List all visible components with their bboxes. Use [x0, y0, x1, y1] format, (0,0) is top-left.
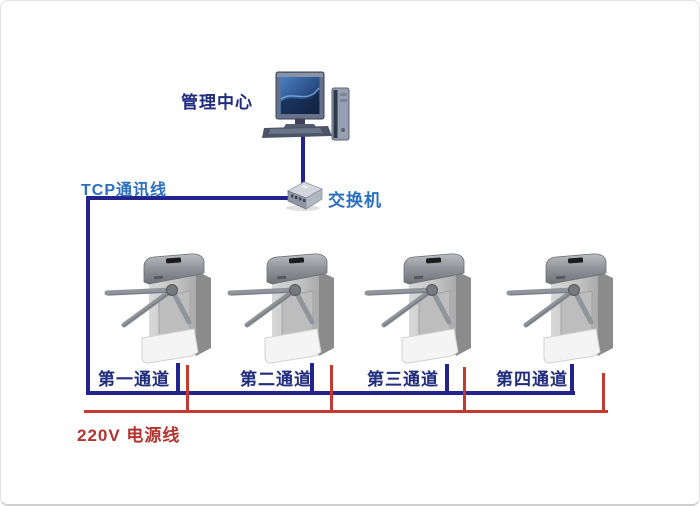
channel-3-label: 第三通道 [367, 370, 439, 389]
channel-2-label: 第二通道 [240, 370, 312, 389]
channel-1-label: 第一通道 [98, 370, 170, 389]
tripod-turnstile-icon [227, 251, 337, 367]
tripod-turnstile-icon [364, 251, 474, 367]
tcp-line-vertical-left [86, 196, 90, 395]
power-drop-channel-4 [602, 373, 605, 410]
tcp-drop-channel-2 [310, 363, 314, 391]
power-drop-channel-1 [186, 365, 189, 410]
tcp-line-horizontal [86, 196, 301, 200]
cable-pc-to-switch [301, 135, 305, 189]
channel-4-label: 第四通道 [496, 370, 568, 389]
network-switch-icon [282, 178, 326, 212]
power-bus-horizontal [84, 410, 608, 413]
power-drop-channel-3 [463, 367, 466, 410]
tripod-turnstile-icon [506, 251, 616, 367]
management-pc-icon [262, 66, 354, 144]
management-center-label: 管理中心 [181, 93, 253, 112]
power-drop-channel-2 [330, 365, 333, 410]
tcp-drop-channel-3 [445, 364, 449, 391]
tcp-drop-channel-1 [176, 363, 180, 391]
power-line-label: 220V 电源线 [77, 426, 181, 445]
tripod-turnstile-icon [104, 251, 214, 367]
tcp-drop-channel-4 [570, 364, 574, 395]
switch-label: 交换机 [328, 191, 382, 210]
tcp-line-label: TCP通讯线 [81, 182, 168, 199]
